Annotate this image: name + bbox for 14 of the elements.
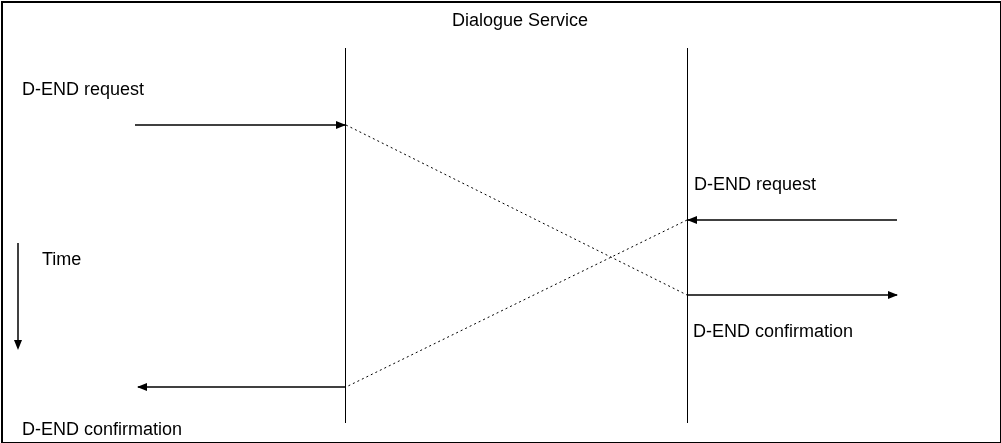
lifeline [345,48,346,423]
arrow [687,291,898,299]
dotted-line [345,124,688,296]
axis-label: Time [42,250,82,268]
arrow [687,216,898,224]
arrow [137,383,347,391]
arrow [134,121,346,129]
edge-label: D-END confirmation [693,322,854,340]
edge-label: D-END request [694,175,817,193]
lifeline [687,48,688,423]
dotted-line [345,219,688,388]
edge-label: D-END confirmation [22,420,183,438]
diagram-title: Dialogue Service [452,11,589,29]
edge-label: D-END request [22,80,145,98]
